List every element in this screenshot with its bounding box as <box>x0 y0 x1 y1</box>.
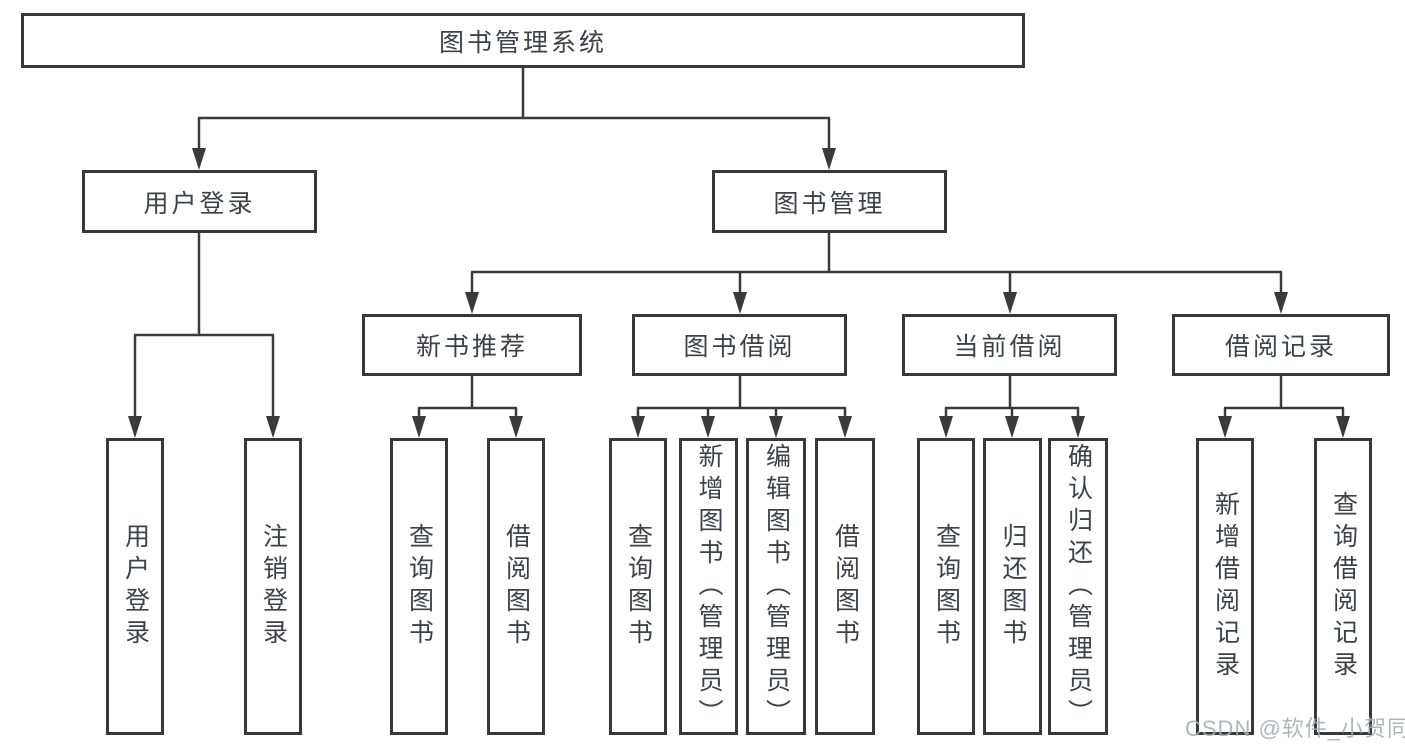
node-query-borrow-record: 查询借阅记录 <box>1314 438 1372 735</box>
node-label: 归还图书 <box>999 522 1027 651</box>
node-confirm-return-admin: 确认归还（管理员） <box>1048 438 1108 735</box>
node-label: 新书推荐 <box>415 333 528 361</box>
node-label: 用户登录 <box>121 522 150 651</box>
node-add-books-admin: 新增图书（管理员） <box>679 438 738 735</box>
node-user-login-module: 用户登录 <box>82 170 317 233</box>
node-label: 借阅图书 <box>831 522 860 651</box>
node-label: 新增借阅记录 <box>1211 490 1240 683</box>
node-label: 借阅记录 <box>1224 333 1337 361</box>
node-borrow-books-1: 借阅图书 <box>487 438 545 735</box>
node-label: 新增图书（管理员） <box>695 442 723 731</box>
node-label: 编辑图书（管理员） <box>762 442 791 731</box>
node-query-books-3: 查询图书 <box>917 438 975 735</box>
node-add-borrow-record: 新增借阅记录 <box>1196 438 1254 735</box>
node-label: 图书管理 <box>773 189 886 218</box>
node-library-management-system: 图书管理系统 <box>21 13 1025 68</box>
node-label: 查询图书 <box>932 522 961 651</box>
node-label: 图书借阅 <box>683 333 796 361</box>
node-logout-action: 注销登录 <box>244 438 302 735</box>
node-label: 查询图书 <box>405 522 434 651</box>
node-user-login-action: 用户登录 <box>106 438 164 735</box>
node-label: 查询图书 <box>624 522 653 651</box>
node-new-book-recommendation: 新书推荐 <box>362 314 582 376</box>
node-query-books-1: 查询图书 <box>390 438 448 735</box>
node-label: 注销登录 <box>259 522 288 651</box>
node-label: 图书管理系统 <box>438 28 607 57</box>
node-query-books-2: 查询图书 <box>609 438 667 735</box>
node-label: 确认归还（管理员） <box>1064 442 1093 731</box>
node-edit-books-admin: 编辑图书（管理员） <box>746 438 806 735</box>
node-book-borrowing: 图书借阅 <box>632 314 847 376</box>
node-borrowing-records: 借阅记录 <box>1172 314 1390 376</box>
node-label: 借阅图书 <box>502 522 531 651</box>
node-book-management-module: 图书管理 <box>712 170 947 233</box>
node-label: 查询借阅记录 <box>1329 490 1358 683</box>
node-current-borrowing: 当前借阅 <box>902 314 1117 376</box>
node-label: 用户登录 <box>143 189 256 218</box>
node-borrow-books-2: 借阅图书 <box>815 438 875 735</box>
node-return-books: 归还图书 <box>983 438 1042 735</box>
node-label: 当前借阅 <box>953 333 1066 361</box>
